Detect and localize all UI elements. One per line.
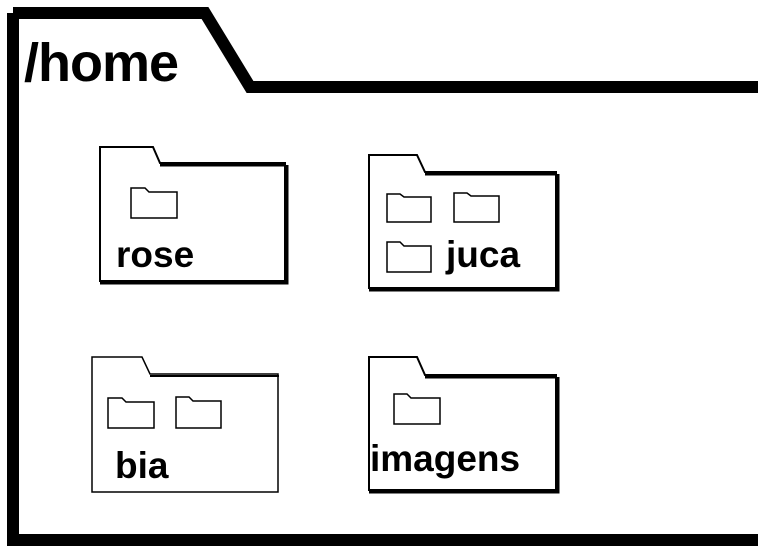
folder-icon: [386, 193, 432, 223]
folder-label-juca: juca: [446, 234, 521, 275]
folder-icon: [99, 146, 286, 282]
home-folder-outline: [7, 7, 758, 546]
folder-icon: [386, 241, 432, 273]
folder-label-imagens: imagens: [370, 438, 521, 479]
folder-label-rose: rose: [116, 234, 195, 275]
folder-icon: [393, 393, 441, 425]
folder-juca: [368, 154, 560, 292]
folder-label-bia: bia: [115, 445, 169, 486]
folder-icon: [368, 356, 557, 491]
folder-icon: [130, 187, 178, 219]
folder-bia: [91, 356, 279, 493]
folder-icon: [453, 192, 500, 223]
folder-rose: [99, 146, 289, 285]
folder-icon: [175, 396, 222, 429]
home-folder-title: /home: [24, 33, 179, 93]
folder-icon: [107, 397, 155, 429]
folder-imagens: [368, 356, 560, 494]
